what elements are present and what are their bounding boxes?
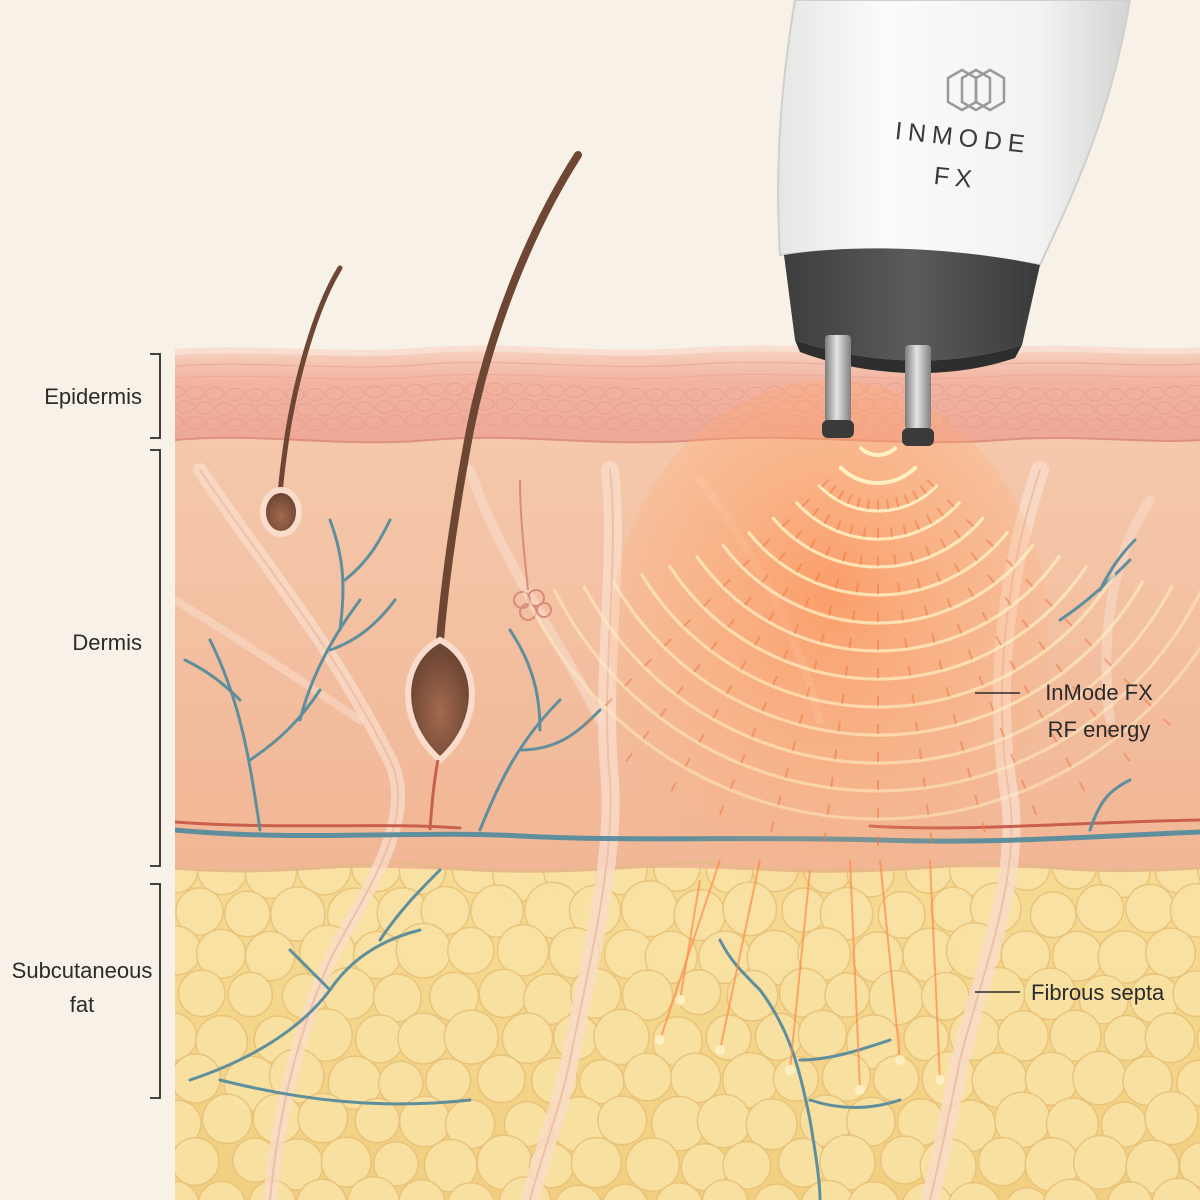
dermis-label: Dermis bbox=[72, 630, 142, 655]
subcutaneous-fat-label-line1: Subcutaneous bbox=[12, 958, 153, 983]
fibrous-septa-label: Fibrous septa bbox=[1031, 980, 1165, 1005]
epidermis-label: Epidermis bbox=[44, 384, 142, 409]
layer-brackets bbox=[150, 353, 161, 1099]
stratum-corneum bbox=[175, 345, 1200, 356]
rf-energy-label-line2: RF energy bbox=[1048, 717, 1151, 742]
skin-cross-section bbox=[175, 345, 1200, 1200]
hair-large bbox=[405, 151, 582, 831]
hair-small bbox=[260, 265, 343, 537]
subcutaneous-fat-label-line2: fat bbox=[70, 992, 94, 1017]
rf-energy-waves bbox=[522, 446, 1200, 821]
hexagon-rings-icon bbox=[946, 68, 1006, 112]
rf-energy-rays bbox=[655, 859, 945, 1095]
sweat-gland bbox=[513, 479, 552, 621]
electrode-pin-left bbox=[822, 335, 854, 438]
handpiece-base bbox=[784, 248, 1040, 361]
blood-vessels bbox=[175, 518, 1200, 1200]
device-brand-line2: FX bbox=[933, 162, 980, 194]
rf-energy-dashes bbox=[584, 479, 1172, 846]
rf-energy-label-line1: InMode FX bbox=[1045, 680, 1153, 705]
rf-handpiece: INMODE FX bbox=[777, 0, 1132, 446]
rf-energy-field bbox=[522, 380, 1200, 1095]
electrode-pin-right bbox=[902, 345, 934, 446]
